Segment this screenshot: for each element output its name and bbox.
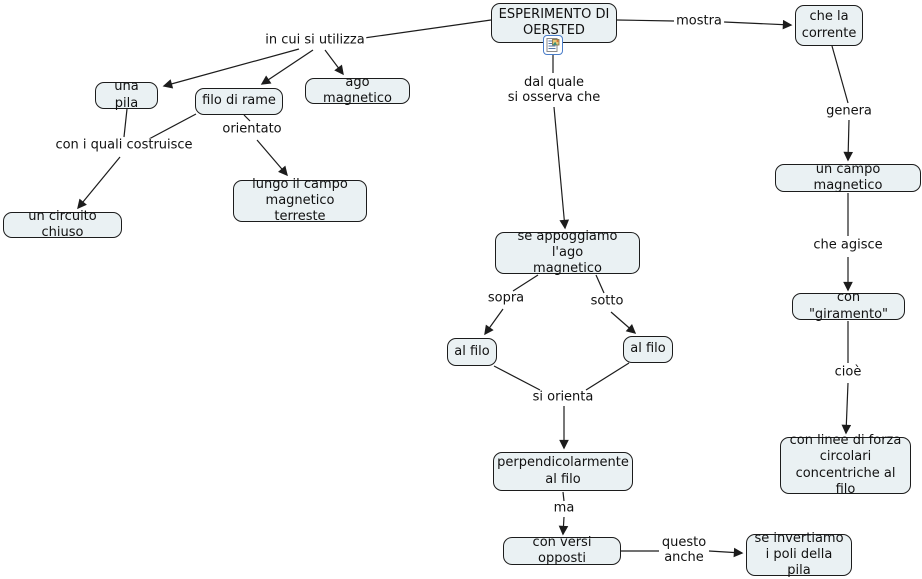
edge-con-i-quali-to-circuito (77, 156, 121, 210)
link-label-orientato[interactable]: orientato (220, 121, 284, 138)
edge-questo-anche-to-se-invertiamo (708, 547, 744, 558)
edge-se-appoggiamo-to-sopra (512, 274, 539, 292)
node-al-filo-destra[interactable]: al filo (623, 336, 673, 363)
node-perpendicolarmente-al-filo[interactable]: perpendicolarmente al filo (493, 452, 633, 491)
link-label-che-agisce[interactable]: che agisce (811, 237, 885, 254)
edge-oersted-to-in-cui (363, 19, 492, 39)
node-con-versi-opposti[interactable]: con versi opposti (503, 535, 621, 566)
link-label-dal-quale-si-osserva-che[interactable]: dal quale si osserva che (505, 75, 603, 106)
edge-oersted-to-mostra (616, 19, 675, 22)
edge-se-appoggiamo-to-sotto (595, 274, 605, 294)
link-label-questo-anche[interactable]: questo anche (659, 535, 709, 566)
link-label-con-i-quali-costruisce[interactable]: con i quali costruisce (53, 137, 195, 154)
node-che-la-corrente[interactable]: che la corrente (795, 5, 863, 46)
node-ago-magnetico[interactable]: ago magnetico (305, 75, 410, 106)
edge-in-cui-to-filo-di-rame (260, 49, 314, 85)
node-un-campo-magnetico[interactable]: un campo magnetico (775, 162, 921, 193)
edge-orientato-to-lungo-campo (256, 139, 288, 177)
node-al-filo-sinistra[interactable]: al filo (447, 338, 497, 366)
edge-filo-to-con-i-quali (148, 113, 197, 140)
edge-perpendicolarmente-to-ma (562, 491, 565, 502)
link-label-in-cui-si-utilizza[interactable]: in cui si utilizza (263, 32, 367, 49)
node-se-invertiamo-i-poli[interactable]: se invertiamo i poli della pila (746, 531, 852, 578)
link-label-si-orienta[interactable]: si orienta (530, 389, 596, 406)
document-image-resource-icon[interactable] (543, 35, 563, 55)
edge-cioe-to-linee (841, 382, 852, 435)
edge-dal-quale-to-se-appoggiamo (553, 106, 570, 230)
edge-una-pila-to-con-i-quali (123, 108, 128, 138)
node-esperimento-di-oersted[interactable]: ESPERIMENTO DI OERSTED (491, 3, 617, 43)
link-label-cioe[interactable]: cioè (832, 364, 864, 381)
link-label-sopra[interactable]: sopra (485, 290, 527, 307)
edge-al-filo-sx-to-si-orienta (493, 365, 541, 391)
edge-in-cui-to-una-pila (162, 48, 300, 89)
node-con-linee-di-forza[interactable]: con linee di forza circolari concentrich… (780, 433, 911, 497)
edge-in-cui-to-ago-magnetico (324, 49, 344, 76)
edge-corrente-to-genera (831, 45, 849, 104)
node-una-pila[interactable]: una pila (95, 79, 158, 111)
edge-sopra-to-al-filo-sx (484, 308, 504, 336)
link-label-sotto[interactable]: sotto (588, 293, 626, 310)
link-label-genera[interactable]: genera (824, 103, 874, 120)
edge-ma-to-versi-opposti (558, 516, 569, 536)
resource-icon-glyph (546, 38, 560, 52)
node-con-giramento[interactable]: con "giramento" (792, 290, 905, 322)
node-filo-di-rame[interactable]: filo di rame (195, 88, 283, 115)
edge-mostra-to-che-la-corrente (723, 19, 793, 30)
edge-filo-to-orientato (243, 114, 251, 122)
link-label-ma[interactable]: ma (551, 500, 577, 517)
link-label-mostra[interactable]: mostra (674, 13, 724, 30)
edge-genera-to-campo (843, 119, 854, 162)
edge-al-filo-dx-to-si-orienta (585, 362, 630, 391)
edge-sotto-to-al-filo-dx (610, 311, 637, 334)
node-lungo-il-campo-magnetico-terreste[interactable]: lungo il campo magnetico terreste (233, 177, 367, 224)
node-se-appoggiamo-lago-magnetico[interactable]: se appoggiamo l'ago magnetico (495, 229, 640, 276)
node-un-circuito-chiuso[interactable]: un circuito chiuso (3, 209, 122, 240)
